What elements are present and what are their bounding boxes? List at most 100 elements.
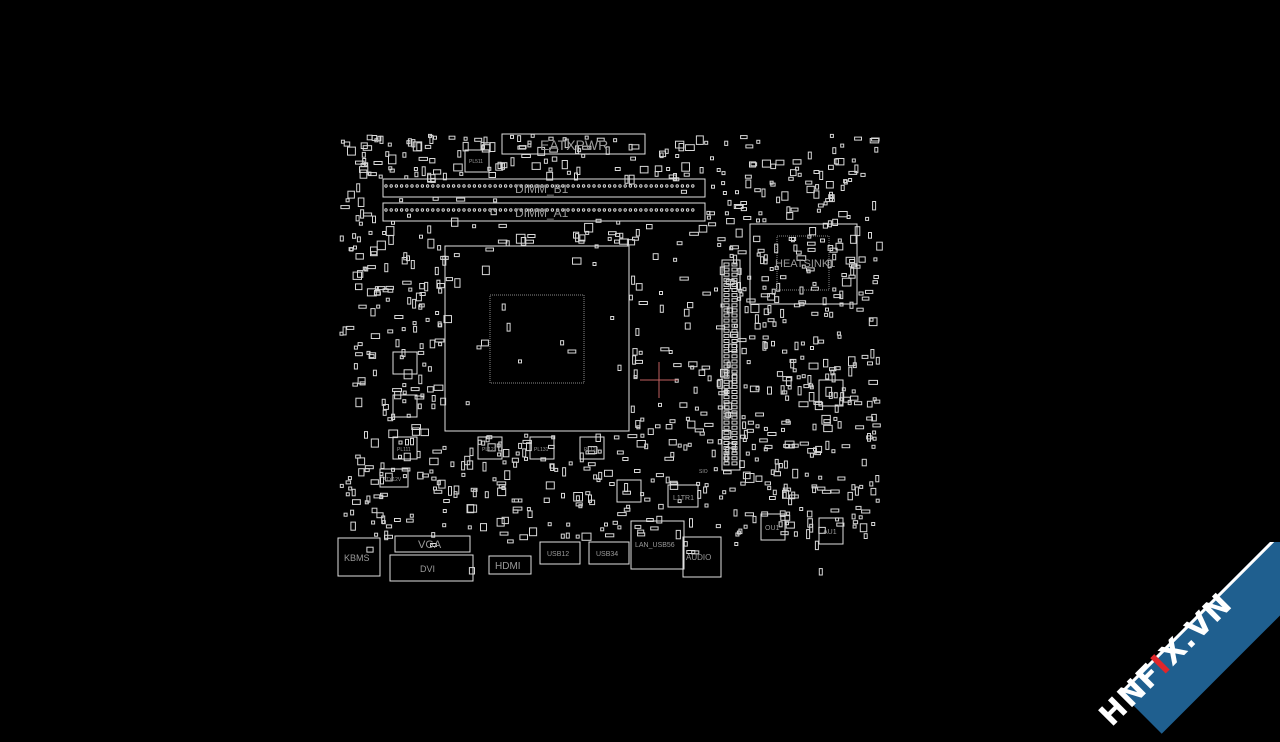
smd-component: [472, 224, 477, 229]
smd-component: [636, 425, 641, 430]
smd-component: [704, 503, 709, 508]
smd-component: [474, 137, 483, 142]
dimm-pin: [420, 208, 425, 212]
hdmi-port[interactable]: [488, 555, 532, 575]
dimm-pin: [623, 208, 627, 212]
dimm-pin: [633, 208, 638, 212]
smd-component: [411, 424, 421, 431]
smd-component: [355, 397, 363, 408]
smd-component: [740, 135, 748, 140]
smd-component: [871, 522, 876, 526]
smd-component: [361, 151, 366, 158]
dimm-b1-slot[interactable]: [382, 178, 706, 198]
smd-component: [833, 294, 842, 299]
smd-component: [412, 141, 423, 152]
label-audio: AUDIO: [686, 553, 711, 562]
pcie-pin: [731, 282, 738, 287]
dimm-pin: [581, 208, 586, 212]
smd-component: [373, 161, 383, 165]
smd-component: [825, 440, 830, 450]
smd-component: [616, 450, 624, 455]
smd-component: [574, 172, 578, 181]
smd-component: [433, 135, 437, 140]
smd-component: [527, 140, 532, 145]
dimm-pin: [659, 208, 664, 212]
vga-port[interactable]: [394, 535, 471, 553]
smd-component: [413, 167, 418, 171]
pcie-pin: [731, 277, 738, 282]
smd-component: [510, 134, 514, 139]
label-pl131: PL131: [534, 447, 549, 453]
audio-jack[interactable]: [682, 536, 722, 578]
smd-component: [356, 236, 361, 243]
smd-component: [801, 374, 806, 379]
smd-component: [387, 417, 394, 422]
smd-component: [698, 369, 706, 376]
smd-component: [829, 195, 834, 200]
smd-component: [872, 280, 878, 285]
smd-component: [874, 399, 881, 404]
dimm-pin: [555, 184, 560, 188]
smd-component: [809, 523, 814, 533]
dimm-pin: [509, 184, 513, 188]
smd-component: [800, 355, 805, 360]
pcie-slot[interactable]: [721, 259, 741, 471]
smd-component: [416, 142, 422, 152]
smd-component: [812, 486, 817, 494]
smd-component: [362, 158, 367, 165]
smd-component: [448, 486, 452, 496]
smd-component: [370, 333, 381, 340]
smd-component: [804, 472, 809, 477]
smd-component: [384, 534, 393, 539]
smd-component: [419, 283, 425, 290]
smd-component: [744, 306, 749, 314]
smd-component: [619, 232, 624, 239]
smd-component: [385, 226, 395, 236]
smd-component: [387, 142, 392, 147]
smd-component: [385, 524, 393, 529]
smd-component: [628, 143, 633, 151]
kbms-port[interactable]: [337, 537, 381, 577]
smd-component: [774, 458, 779, 465]
smd-component: [353, 363, 358, 370]
smd-component: [789, 494, 799, 499]
dimm-a1-slot[interactable]: [382, 202, 706, 222]
pch-heatsink[interactable]: [749, 223, 858, 305]
smd-component: [741, 347, 747, 355]
smd-component: [788, 237, 797, 241]
smd-component: [350, 521, 356, 531]
smd-component: [807, 247, 816, 252]
smd-component: [786, 212, 794, 220]
dimm-pin: [509, 208, 513, 212]
smd-component: [370, 246, 378, 257]
smd-component: [796, 250, 802, 255]
smd-component: [639, 165, 649, 174]
usb-port-2[interactable]: [588, 541, 630, 565]
usb-port-1[interactable]: [539, 541, 581, 565]
smd-component: [507, 539, 514, 544]
eatxpwr-connector[interactable]: [501, 133, 646, 155]
dimm-pin: [425, 208, 430, 212]
smd-component: [832, 147, 837, 155]
smd-component: [402, 390, 407, 395]
dimm-pin: [675, 208, 679, 212]
smd-component: [630, 156, 637, 161]
smd-component: [809, 227, 817, 236]
smd-component: [461, 461, 466, 471]
pcie-pin: [723, 359, 730, 364]
smd-component: [414, 171, 419, 178]
lan-usb-port[interactable]: [630, 520, 685, 570]
dimm-pin: [477, 208, 482, 212]
dimm-pin: [685, 184, 690, 188]
pcie-pin: [723, 344, 730, 349]
cpu-socket[interactable]: [444, 245, 630, 432]
smd-component: [851, 389, 856, 394]
dvi-port[interactable]: [389, 554, 474, 582]
smd-component: [728, 380, 733, 389]
smd-component: [385, 472, 393, 482]
smd-component: [398, 440, 403, 445]
dimm-pin: [618, 208, 622, 212]
pcie-pin: [731, 395, 738, 400]
smd-component: [616, 220, 621, 225]
